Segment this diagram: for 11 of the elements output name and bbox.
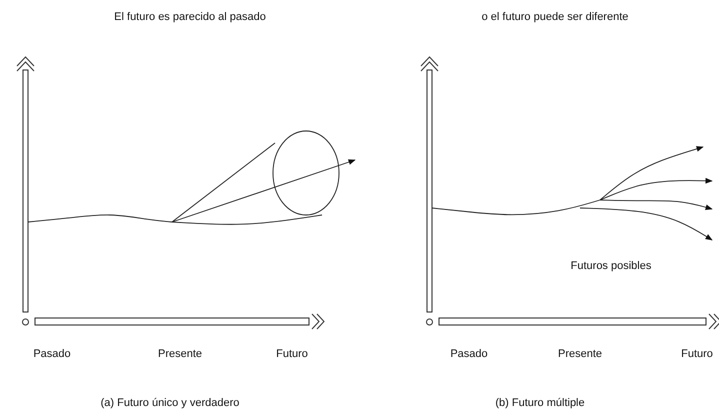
axis-label: Presente — [558, 348, 602, 361]
axis-label: Presente — [158, 348, 202, 361]
branch-label: Futuros posibles — [570, 260, 652, 273]
panel-heading: o el futuro puede ser diferente — [482, 11, 628, 24]
axis-label: Pasado — [450, 348, 488, 361]
panel-heading: El futuro es parecido al pasado — [114, 11, 266, 24]
axis-label: Futuro — [681, 348, 713, 361]
axis-label: Pasado — [33, 348, 71, 361]
panel-caption: (b) Futuro múltiple — [495, 397, 585, 410]
axis-label: Futuro — [276, 348, 308, 361]
panel-caption: (a) Futuro único y verdadero — [100, 397, 240, 410]
